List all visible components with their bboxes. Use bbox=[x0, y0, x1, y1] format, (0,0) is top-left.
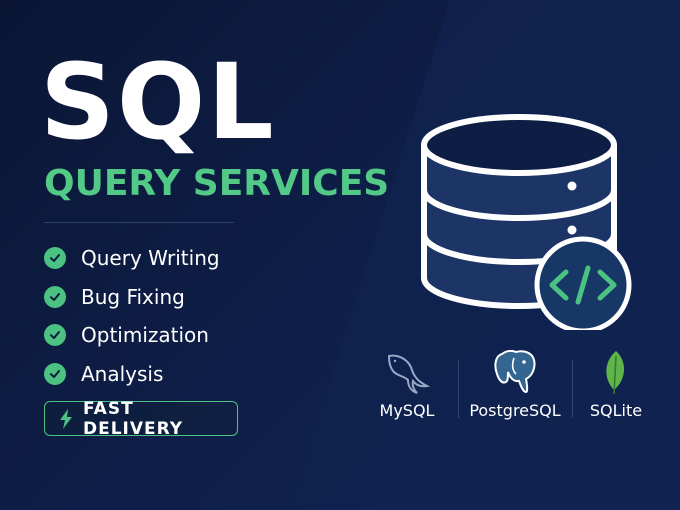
database-icon bbox=[421, 114, 632, 330]
logo-divider bbox=[458, 360, 459, 418]
dolphin-icon bbox=[387, 354, 431, 394]
feature-label: Bug Fixing bbox=[81, 284, 185, 309]
check-icon bbox=[44, 247, 66, 270]
leaf-icon bbox=[606, 351, 625, 395]
feature-label: Analysis bbox=[81, 361, 164, 386]
database-logos: MySQL PostgreSQL SQLite bbox=[365, 348, 665, 428]
page-title: SQL bbox=[40, 41, 276, 163]
mysql-logo: MySQL bbox=[357, 348, 457, 420]
sqlite-label: SQLite bbox=[589, 401, 643, 420]
feature-label: Query Writing bbox=[81, 246, 220, 271]
page-subtitle: QUERY SERVICES bbox=[44, 163, 390, 204]
check-icon bbox=[44, 362, 66, 385]
postgresql-label: PostgreSQL bbox=[469, 401, 561, 420]
check-icon bbox=[44, 324, 66, 347]
feature-item: Bug Fixing bbox=[44, 278, 220, 317]
feature-label: Optimization bbox=[81, 323, 209, 348]
feature-list: Query Writing Bug Fixing Optimization An… bbox=[44, 239, 220, 393]
check-icon bbox=[44, 285, 66, 308]
fast-delivery-badge: FAST DELIVERY bbox=[44, 398, 238, 439]
logo-divider bbox=[572, 360, 573, 418]
elephant-icon bbox=[494, 349, 536, 394]
divider bbox=[44, 222, 234, 223]
code-brackets-icon bbox=[534, 236, 632, 330]
sqlite-logo: SQLite bbox=[566, 348, 666, 420]
feature-item: Analysis bbox=[44, 355, 220, 394]
feature-item: Query Writing bbox=[44, 239, 220, 278]
mysql-label: MySQL bbox=[379, 401, 435, 420]
fast-delivery-label: FAST DELIVERY bbox=[83, 398, 184, 439]
lightning-bolt-icon bbox=[59, 408, 73, 429]
postgresql-logo: PostgreSQL bbox=[465, 348, 565, 420]
feature-item: Optimization bbox=[44, 316, 220, 355]
